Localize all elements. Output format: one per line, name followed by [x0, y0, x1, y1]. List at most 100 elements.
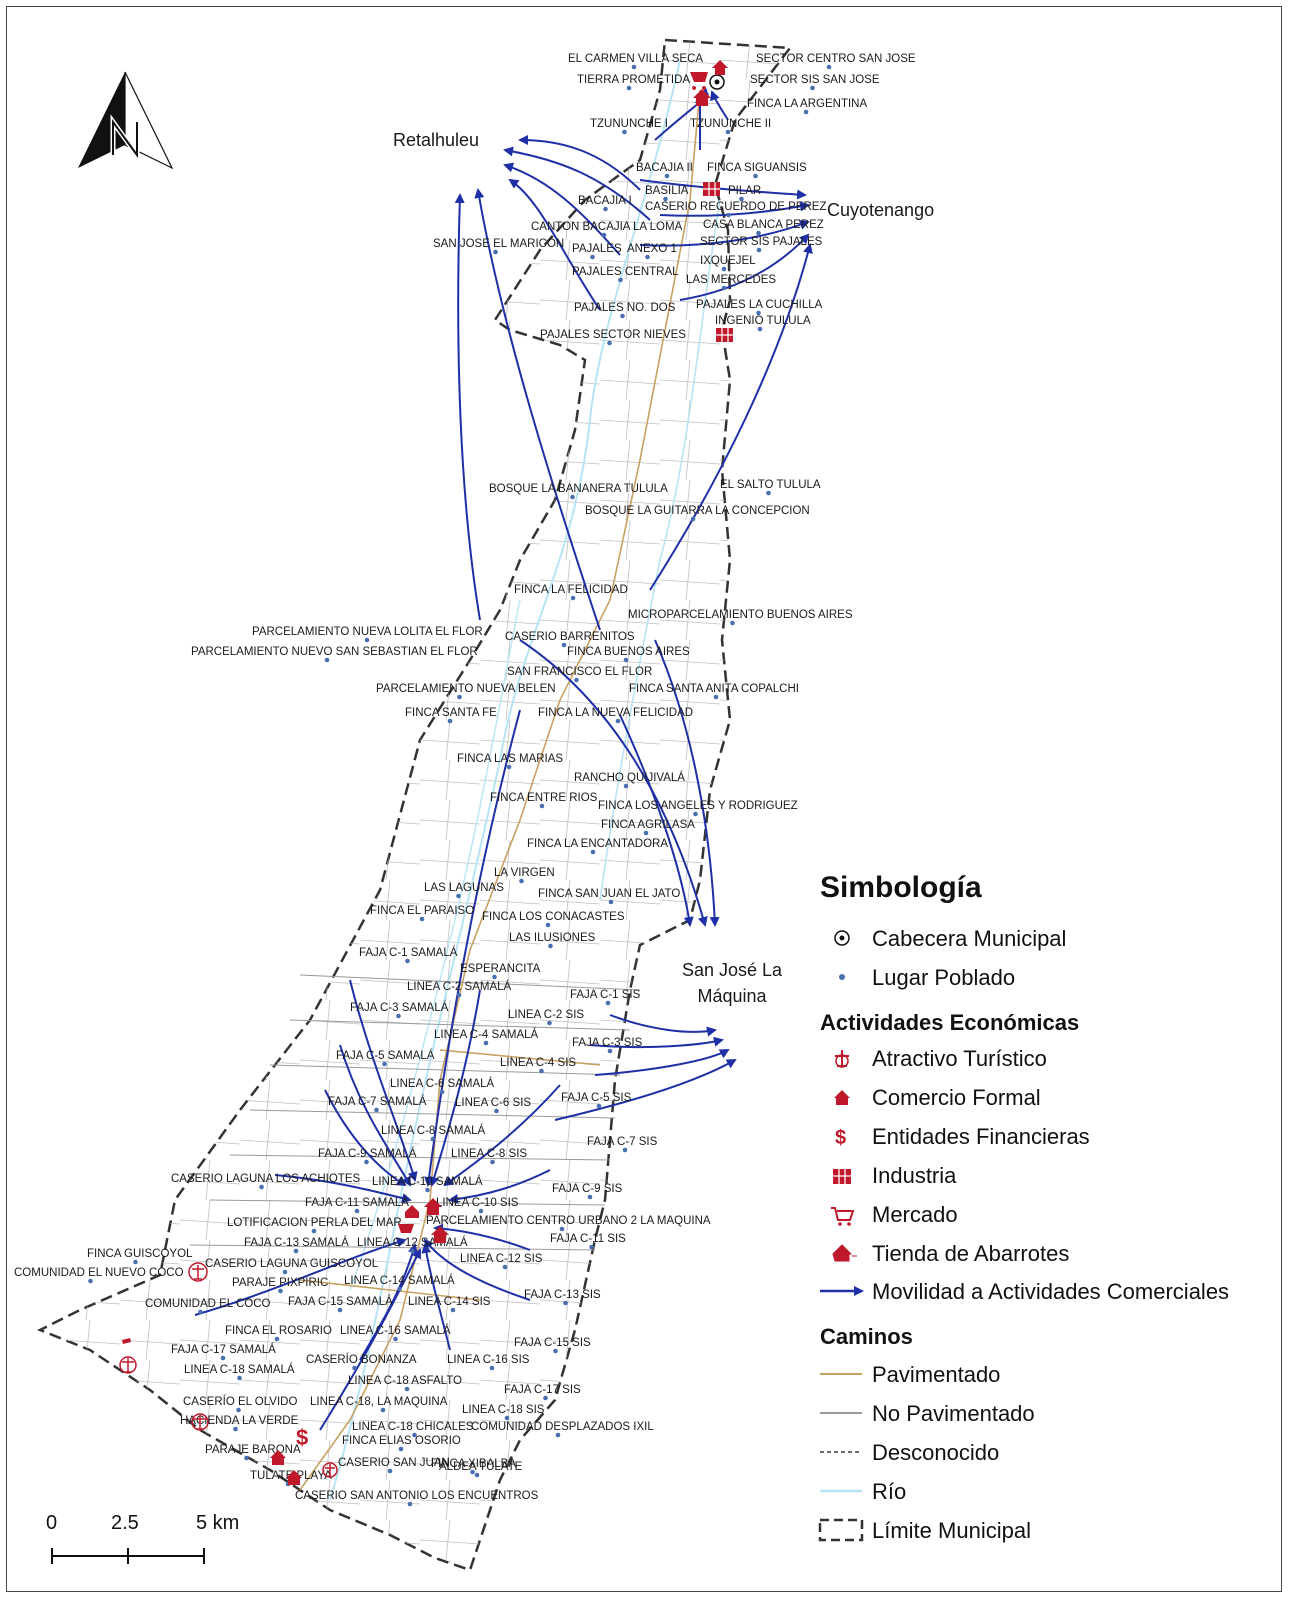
house-icon [270, 1450, 286, 1465]
legend-label: Río [872, 1479, 906, 1504]
populated-place-dot [133, 1259, 138, 1265]
legend-label: Industria [872, 1163, 957, 1188]
dollar-icon: $ [296, 1425, 308, 1450]
populated-place-dot [364, 1159, 369, 1165]
place-label: INGENIO TULULA [715, 315, 811, 327]
place-label: PARAJE PIXPIRIC [232, 1277, 328, 1289]
scale-label-5km: 5 km [196, 1512, 239, 1534]
place-label: FAJA C-7 SIS [587, 1136, 658, 1148]
populated-place-dot [354, 1208, 360, 1214]
place-label: LINEA C-10 SIS [436, 1197, 519, 1209]
place-label: LA VIRGEN [494, 867, 555, 879]
mobility-arrow [421, 1243, 451, 1351]
house-icon [693, 89, 711, 106]
populated-place-dot [410, 1248, 415, 1254]
place-label: FINCA SIGUANSIS [707, 162, 807, 174]
place-label: PARCELAMIENTO CENTRO URBANO 2 LA MAQUINA [426, 1215, 711, 1227]
populated-place-dot [590, 254, 595, 260]
populated-place-dot [293, 1248, 299, 1254]
place-label: LAS MERCEDES [686, 274, 776, 286]
place-label: PARAJE BARONA [205, 1444, 301, 1456]
legend-label: Tienda de Abarrotes [872, 1241, 1069, 1266]
populated-place-dot [412, 1432, 417, 1438]
place-label: LAS ILUSIONES [509, 932, 596, 944]
mobility-arrow [503, 146, 651, 221]
place-label: FINCA LAS MARIAS [457, 753, 563, 765]
populated-place-dot [622, 1147, 628, 1153]
shop-icon [405, 1205, 419, 1218]
legend-item-tienda: Tienda de Abarrotes [832, 1241, 1069, 1266]
mobility-arrow [679, 233, 810, 301]
mobility-arrow [609, 1014, 717, 1037]
legend-item-pavimentado: Pavimentado [820, 1362, 1000, 1387]
place-label: LINEA C-16 SIS [447, 1354, 530, 1366]
populated-place-dot [589, 1244, 594, 1250]
place-label: FINCA LA ARGENTINA [747, 98, 867, 110]
populated-place-dot [607, 1048, 613, 1054]
town-cuyotenango: Cuyotenango [827, 200, 934, 220]
place-label: TZUNUNCHE I [590, 118, 668, 130]
scale-label-0: 0 [46, 1512, 57, 1534]
populated-place-dot [756, 230, 761, 236]
populated-place-dot [456, 893, 461, 899]
place-label: PAJALES NO. DOS [574, 302, 676, 314]
populated-place-dot [622, 129, 627, 135]
populated-place-dot [553, 1348, 558, 1354]
populated-place-dot [397, 1286, 402, 1292]
legend-label: Cabecera Municipal [872, 926, 1066, 951]
populated-place-dot [490, 1159, 495, 1165]
mobility-arrow [508, 178, 601, 311]
place-label: FAJA C-7 SAMALÁ [328, 1095, 427, 1108]
place-label: SECTOR SIS SAN JOSE [750, 74, 880, 86]
mobility-arrow [454, 193, 481, 621]
mobility-arrow [639, 220, 810, 247]
populated-place-dot [382, 1061, 387, 1067]
place-label: CANTON BACAJIA LA LOMA [531, 221, 683, 233]
legend-label: Lugar Poblado [872, 965, 1015, 990]
populated-place-dot [607, 340, 612, 346]
populated-place-dot [233, 1426, 238, 1432]
place-label: PARCELAMIENTO NUEVA LOLITA EL FLOR [252, 626, 483, 638]
shop-icon [122, 1338, 131, 1344]
populated-place-dot [447, 718, 453, 724]
populated-place-dot [615, 718, 621, 724]
place-label: FAJA C-9 SAMALÁ [318, 1147, 417, 1160]
place-label: LINEA C-2 SAMALÁ [407, 980, 512, 993]
place-label: LINEA C-12 SAMALÁ [357, 1236, 468, 1249]
populated-place-dot [663, 196, 668, 202]
place-label: FINCA LOS ANGELES Y RODRIGUEZ [598, 800, 798, 812]
place-label: SAN JOSE EL MARICON [433, 238, 564, 250]
populated-place-dot [236, 1407, 241, 1413]
populated-place-dot [721, 285, 727, 291]
legend-item-desconocido: Desconocido [820, 1440, 999, 1465]
place-label: HACIENDA LA VERDE [180, 1415, 299, 1427]
populated-place-dot [220, 1355, 226, 1361]
place-label: FAJA C-11 SAMALÁ [305, 1196, 409, 1209]
legend-item-comercio: Comercio Formal [834, 1085, 1041, 1110]
place-label: COMUNIDAD EL COCO [145, 1298, 270, 1310]
populated-place-dot [274, 1336, 280, 1342]
populated-place-dot [387, 1468, 393, 1474]
populated-place-dot [489, 1365, 495, 1371]
populated-place-dot [324, 657, 330, 663]
tourism-icon [119, 1356, 137, 1374]
mobility-arrow [274, 1174, 412, 1203]
populated-place-dot [502, 1264, 508, 1270]
populated-place-dot [690, 516, 696, 522]
populated-place-dot [457, 694, 462, 700]
populated-place-dot [605, 1000, 611, 1006]
populated-place-dot [492, 974, 497, 980]
cart-icon [831, 1207, 855, 1226]
populated-place-dot [474, 1472, 480, 1478]
house-icon [834, 1090, 850, 1105]
cart-icon [690, 72, 708, 90]
populated-place-dot [563, 1300, 568, 1306]
legend-item-cabecera: Cabecera Municipal [834, 926, 1066, 951]
place-label: FINCA EL PARAISO [370, 905, 474, 917]
mobility-arrow [319, 1248, 421, 1431]
legend-title: Simbología [820, 871, 982, 904]
populated-place-dot [545, 922, 551, 928]
populated-place-dot [693, 811, 698, 817]
place-label: LINEA C-18 SAMALÁ [184, 1363, 295, 1376]
